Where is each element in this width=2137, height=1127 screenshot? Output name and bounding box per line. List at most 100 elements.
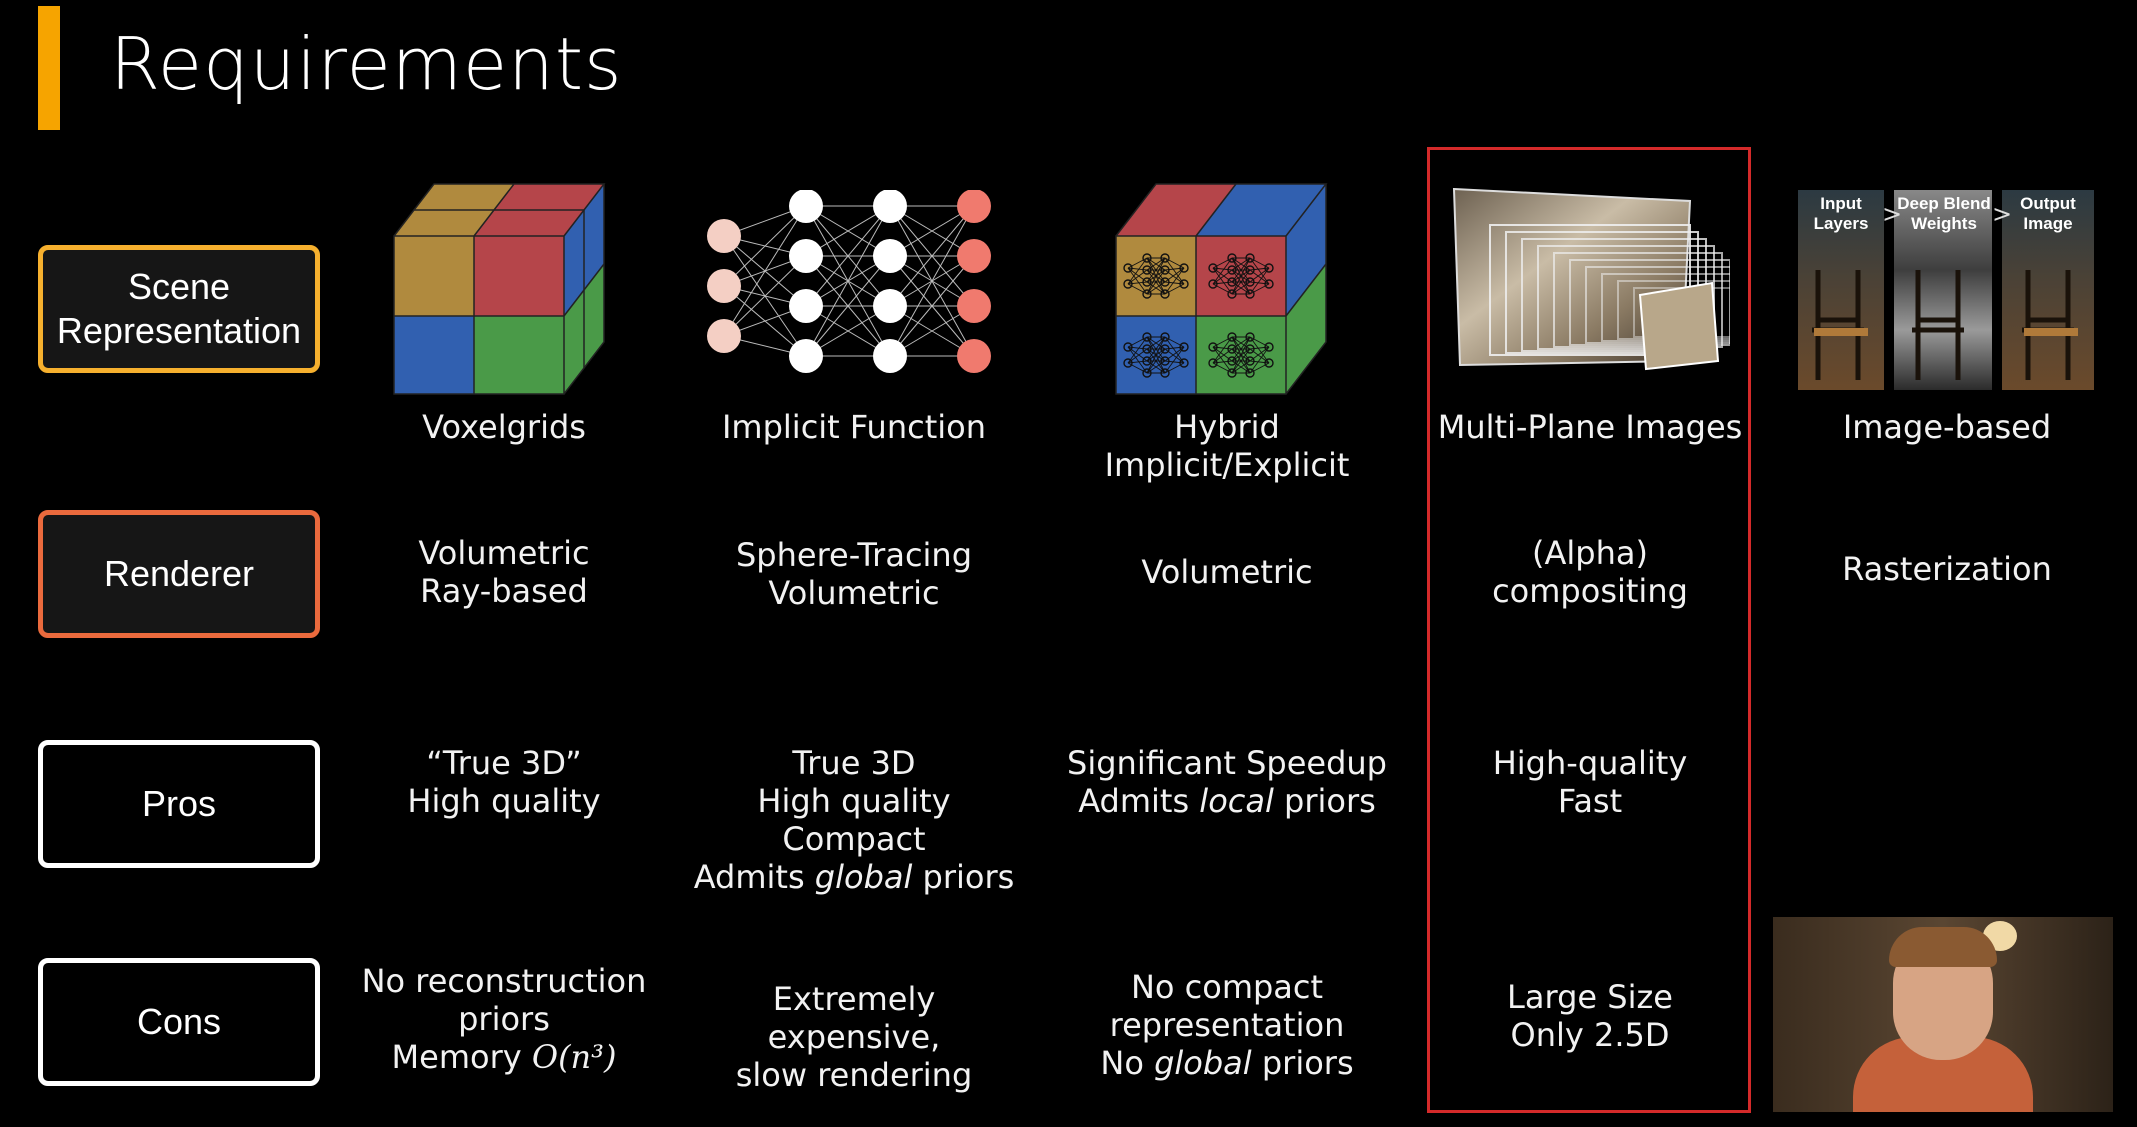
hybrid-pros-em: local [1199,782,1274,820]
mpi-plane [1553,252,1723,348]
hybrid-cons-line-2: representation [1109,1006,1345,1044]
diagram-arrow-2: > [1992,200,2013,228]
row-label-scene-text: Scene Representation [56,266,302,351]
neural-network-icon [707,190,991,373]
hybrid-cons-post: priors [1251,1044,1354,1082]
implicit-pros: True 3D High quality Compact Admits glob… [684,744,1024,896]
row-label-renderer: Renderer [38,510,320,638]
col-implicit-name: Implicit Function [721,408,986,446]
hybrid-pros-pre: Admits [1078,782,1200,820]
hybrid-net-node [1227,265,1237,275]
hybrid-net-node [1142,253,1152,263]
col-mpi-name: Multi-Plane Images [1437,408,1743,446]
hybrid-net-node [1123,358,1133,368]
hybrid-net-node [1142,332,1152,342]
hybrid-net-node [1160,344,1170,354]
hybrid-net-node [1227,332,1237,342]
input-layers-label: Input Layers [1813,194,1869,233]
hybrid-net-node [1160,277,1170,287]
hybrid-net-node [1245,253,1255,263]
hybrid-net-node [1179,358,1189,368]
nn-node-1-2 [789,289,823,323]
hybrid-net-node [1160,332,1170,342]
hybrid-cons-line-3: No global priors [1057,1044,1397,1082]
hybrid-net-node [1208,358,1218,368]
hybrid-net-node [1142,356,1152,366]
voxelgrids-cons-line-2: priors [458,1000,550,1038]
mpi-renderer: (Alpha) compositing [1492,534,1688,610]
hybrid-pros-post: priors [1273,782,1376,820]
implicit-pros-line-3: Compact [782,820,926,858]
hybrid-net-node [1160,265,1170,275]
hybrid-pros: Significant Speedup Admits local priors [1047,744,1407,820]
nn-node-3-0 [957,190,991,223]
hybrid-cons: No compact representation No global prio… [1057,968,1397,1082]
title-accent-bar [38,6,60,130]
hybrid-net-node [1227,368,1237,378]
voxelgrids-cons-memory-formula: O(n³) [531,1038,617,1076]
hybrid-net-node [1123,279,1133,289]
hybrid-net-node [1245,289,1255,299]
hybrid-net-node [1179,342,1189,352]
hybrid-net-node [1227,344,1237,354]
implicit-pros-line-1: True 3D [792,744,916,782]
hybrid-net-node [1142,265,1152,275]
nn-node-1-0 [789,190,823,223]
implicit-cons: Extremely expensive, slow rendering [735,980,973,1094]
hybrid-net-node [1227,253,1237,263]
implicit-pros-post: priors [912,858,1015,896]
implicit-pros-line-2: High quality [757,782,951,820]
hybrid-renderer: Volumetric [1141,553,1313,591]
nn-node-0-0 [707,219,741,253]
output-image-panel [2002,190,2094,390]
voxelgrids-cons: No reconstruction priors Memory O(n³) [334,962,674,1076]
hybrid-net-node [1160,368,1170,378]
presenter-hair [1889,927,1997,967]
diagram-arrow-1: > [1882,200,1903,228]
nn-node-1-3 [789,339,823,373]
mpi-cons: Large Size Only 2.5D [1507,978,1673,1054]
hybrid-net-node [1227,289,1237,299]
voxel-cube-icon [393,183,606,395]
hybrid-net-node [1142,277,1152,287]
hybrid-cube-icon [1115,183,1328,395]
nn-node-3-3 [957,339,991,373]
col-hybrid-name: Hybrid Implicit/Explicit [1104,408,1350,484]
hybrid-net-node [1264,279,1274,289]
hybrid-net-node [1245,332,1255,342]
hybrid-net-node [1227,356,1237,366]
hybrid-net-node [1123,263,1133,273]
voxelgrids-cons-line-1: No reconstruction [361,962,647,1000]
nn-node-0-2 [707,319,741,353]
hybrid-net-node [1160,289,1170,299]
row-label-scene-representation: Scene Representation [38,245,320,373]
mpi-pros: High-quality Fast [1492,744,1688,820]
nn-node-1-1 [789,239,823,273]
nn-node-0-1 [707,269,741,303]
hybrid-net-node [1142,368,1152,378]
slide-title: Requirements [110,22,623,106]
hybrid-cons-em: global [1154,1044,1252,1082]
voxelgrids-renderer: Volumetric Ray-based [418,534,590,610]
voxelgrids-cons-memory-prefix: Memory [391,1038,532,1076]
voxelgrids-pros: “True 3D” High quality [407,744,601,820]
nn-node-3-2 [957,289,991,323]
presenter-webcam [1773,917,2113,1112]
nn-node-3-1 [957,239,991,273]
output-image-label: Output Image [2020,194,2076,233]
row-label-renderer-text: Renderer [103,553,255,594]
hybrid-cons-line-1: No compact [1130,968,1324,1006]
row-label-cons: Cons [38,958,320,1086]
implicit-pros-em: global [814,858,913,896]
hybrid-net-node [1179,279,1189,289]
hybrid-net-node [1160,356,1170,366]
row-label-pros: Pros [38,740,320,868]
hybrid-net-node [1264,358,1274,368]
implicit-pros-line-4: Admits global priors [684,858,1024,896]
implicit-renderer: Sphere-Tracing Volumetric [735,536,973,612]
hybrid-net-node [1245,265,1255,275]
hybrid-net-node [1264,342,1274,352]
hybrid-net-node [1208,342,1218,352]
nn-node-2-2 [873,289,907,323]
hybrid-net-node [1179,263,1189,273]
